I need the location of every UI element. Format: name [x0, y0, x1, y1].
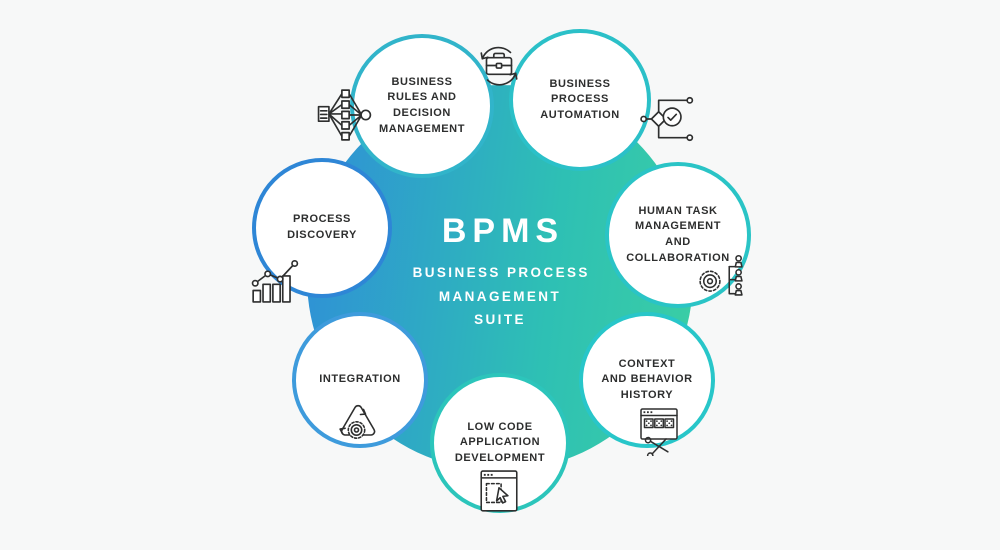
center-text: BPMS BUSINESS PROCESS MANAGEMENT SUITE — [410, 212, 590, 332]
node-label: PROCESS DISCOVERY — [287, 213, 357, 241]
gateway-check-icon — [640, 94, 696, 144]
node-label: CONTEXT AND BEHAVIOR HISTORY — [601, 357, 693, 401]
node-business-rules-and-decision-management: BUSINESS RULES AND DECISION MANAGEMENT — [350, 34, 494, 178]
bar-chart-trend-icon — [249, 250, 303, 304]
window-cursor-icon — [476, 469, 522, 515]
node-business-process-automation: BUSINESS PROCESS AUTOMATION — [509, 29, 651, 171]
node-label: LOW CODE APPLICATION DEVELOPMENT — [454, 420, 546, 464]
node-label: HUMAN TASK MANAGEMENT AND COLLABORATION — [626, 204, 730, 264]
node-label: BUSINESS RULES AND DECISION MANAGEMENT — [378, 75, 466, 135]
decision-tree-icon — [317, 87, 373, 143]
center-subtitle: BUSINESS PROCESS MANAGEMENT SUITE — [412, 265, 590, 328]
node-label: BUSINESS PROCESS AUTOMATION — [540, 77, 620, 121]
recycle-gear-icon — [332, 400, 384, 452]
window-grid-scissors-icon — [635, 406, 683, 456]
gear-people-icon — [697, 251, 749, 301]
node-human-task-management-and-collaboration: HUMAN TASK MANAGEMENT AND COLLABORATION — [605, 162, 751, 308]
node-label: INTEGRATION — [319, 373, 401, 386]
center-title: BPMS — [441, 212, 565, 251]
briefcase-sync-icon — [474, 41, 524, 91]
node-process-discovery: PROCESS DISCOVERY — [252, 158, 392, 298]
